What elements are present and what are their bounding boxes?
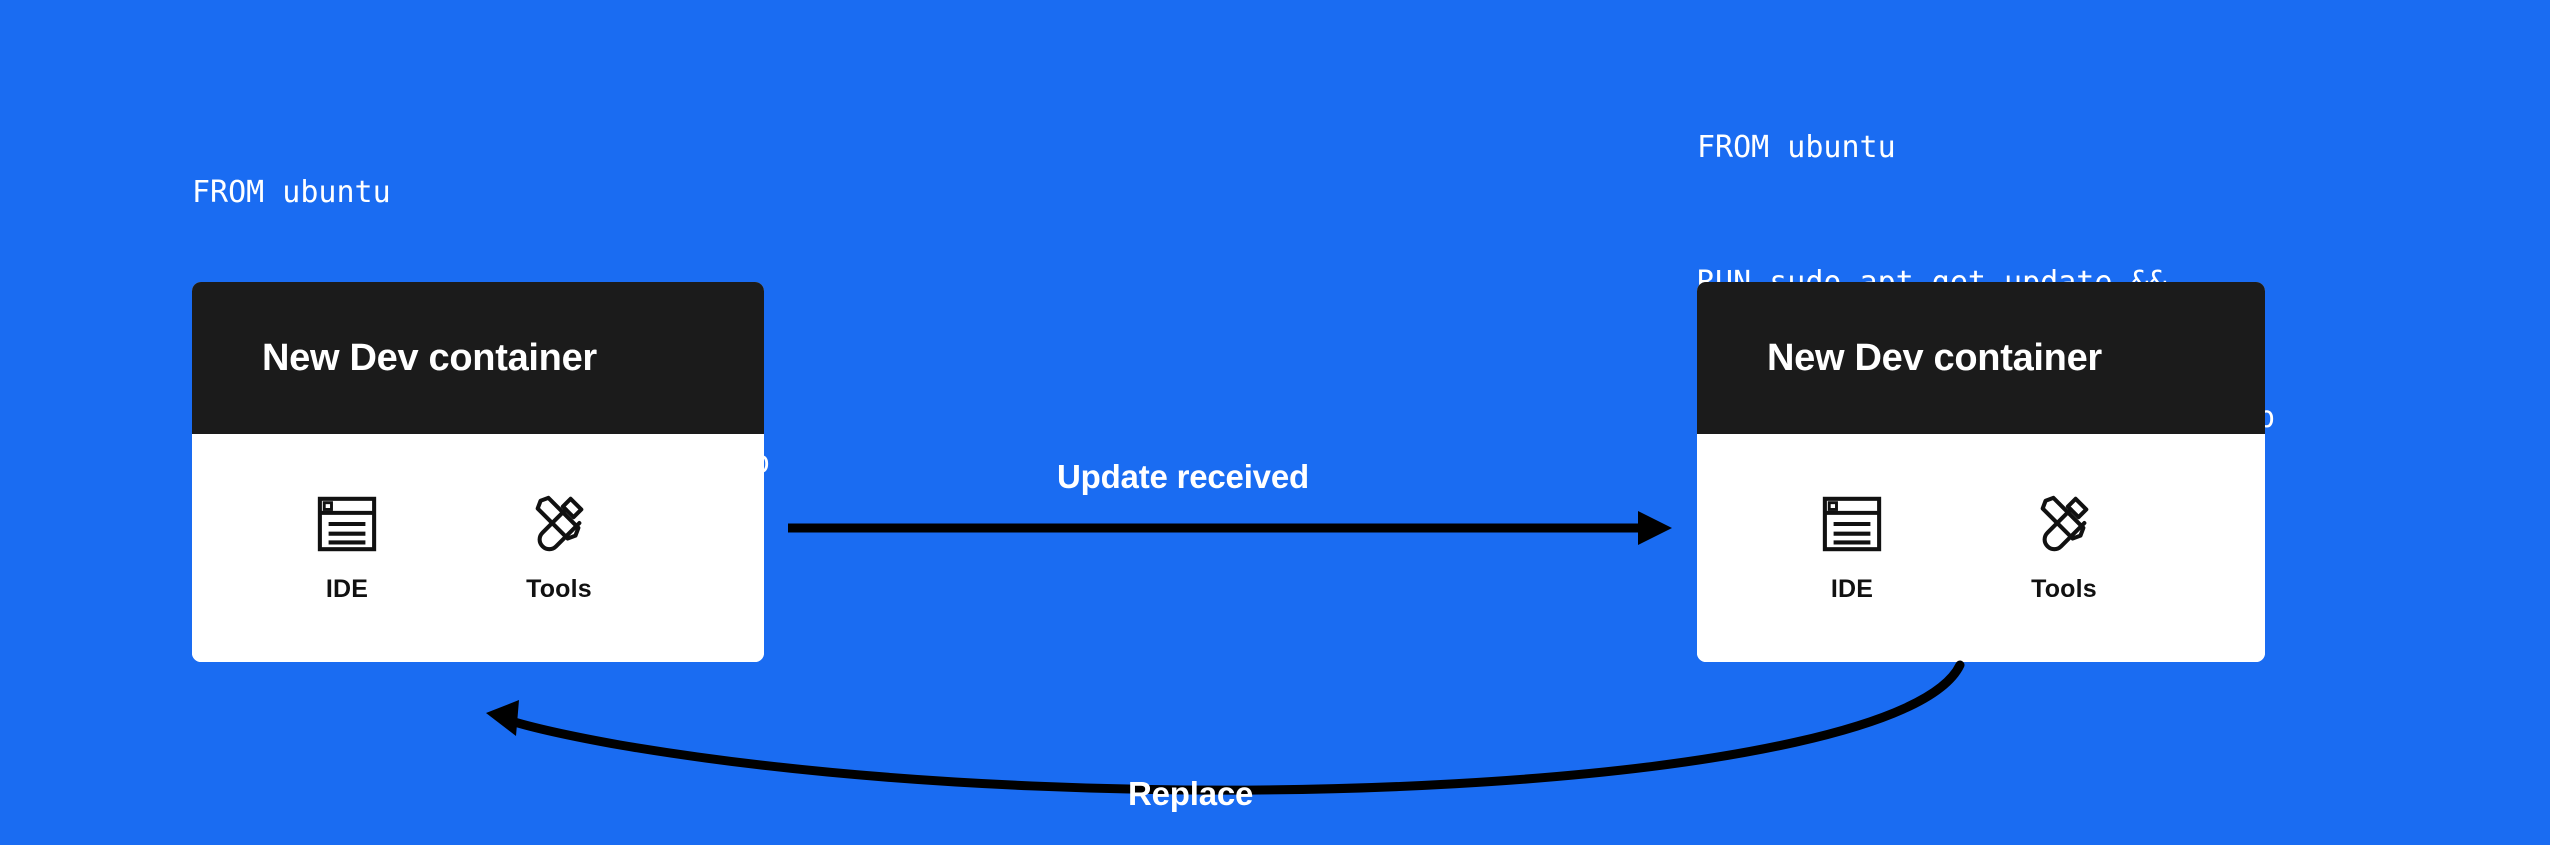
- arrow-label-update-received: Update received: [1057, 458, 1309, 495]
- arrow-update-received: [788, 511, 1672, 545]
- arrow-label-replace: Replace: [1128, 775, 1254, 812]
- arrow-replace: [486, 660, 1965, 795]
- tool-label: IDE: [325, 574, 369, 603]
- dev-container-card-left: New Dev container IDE: [192, 282, 764, 662]
- tool-label: IDE: [1830, 574, 1874, 603]
- card-header: New Dev container: [1697, 282, 2265, 434]
- dev-container-card-right: New Dev container IDE: [1697, 282, 2265, 662]
- hammer-screwdriver-icon: [2033, 493, 2095, 555]
- tool-label: Tools: [526, 574, 592, 603]
- hammer-screwdriver-icon: [528, 493, 590, 555]
- tool-item-ide: IDE: [1807, 493, 1897, 604]
- tool-item-ide: IDE: [302, 493, 392, 604]
- code-line: FROM ubuntu: [1697, 130, 1896, 165]
- card-header: New Dev container: [192, 282, 764, 434]
- page-title: New Dev container: [1767, 336, 2102, 379]
- ide-window-icon: [316, 493, 378, 555]
- tool-label: Tools: [2031, 574, 2097, 603]
- tool-item-tools: Tools: [2019, 493, 2109, 604]
- tool-item-tools: Tools: [514, 493, 604, 604]
- ide-window-icon: [1821, 493, 1883, 555]
- card-body: IDE Tools: [1697, 434, 2265, 662]
- page-title: New Dev container: [262, 336, 597, 379]
- code-line: FROM ubuntu: [192, 175, 391, 210]
- card-body: IDE Tools: [192, 434, 764, 662]
